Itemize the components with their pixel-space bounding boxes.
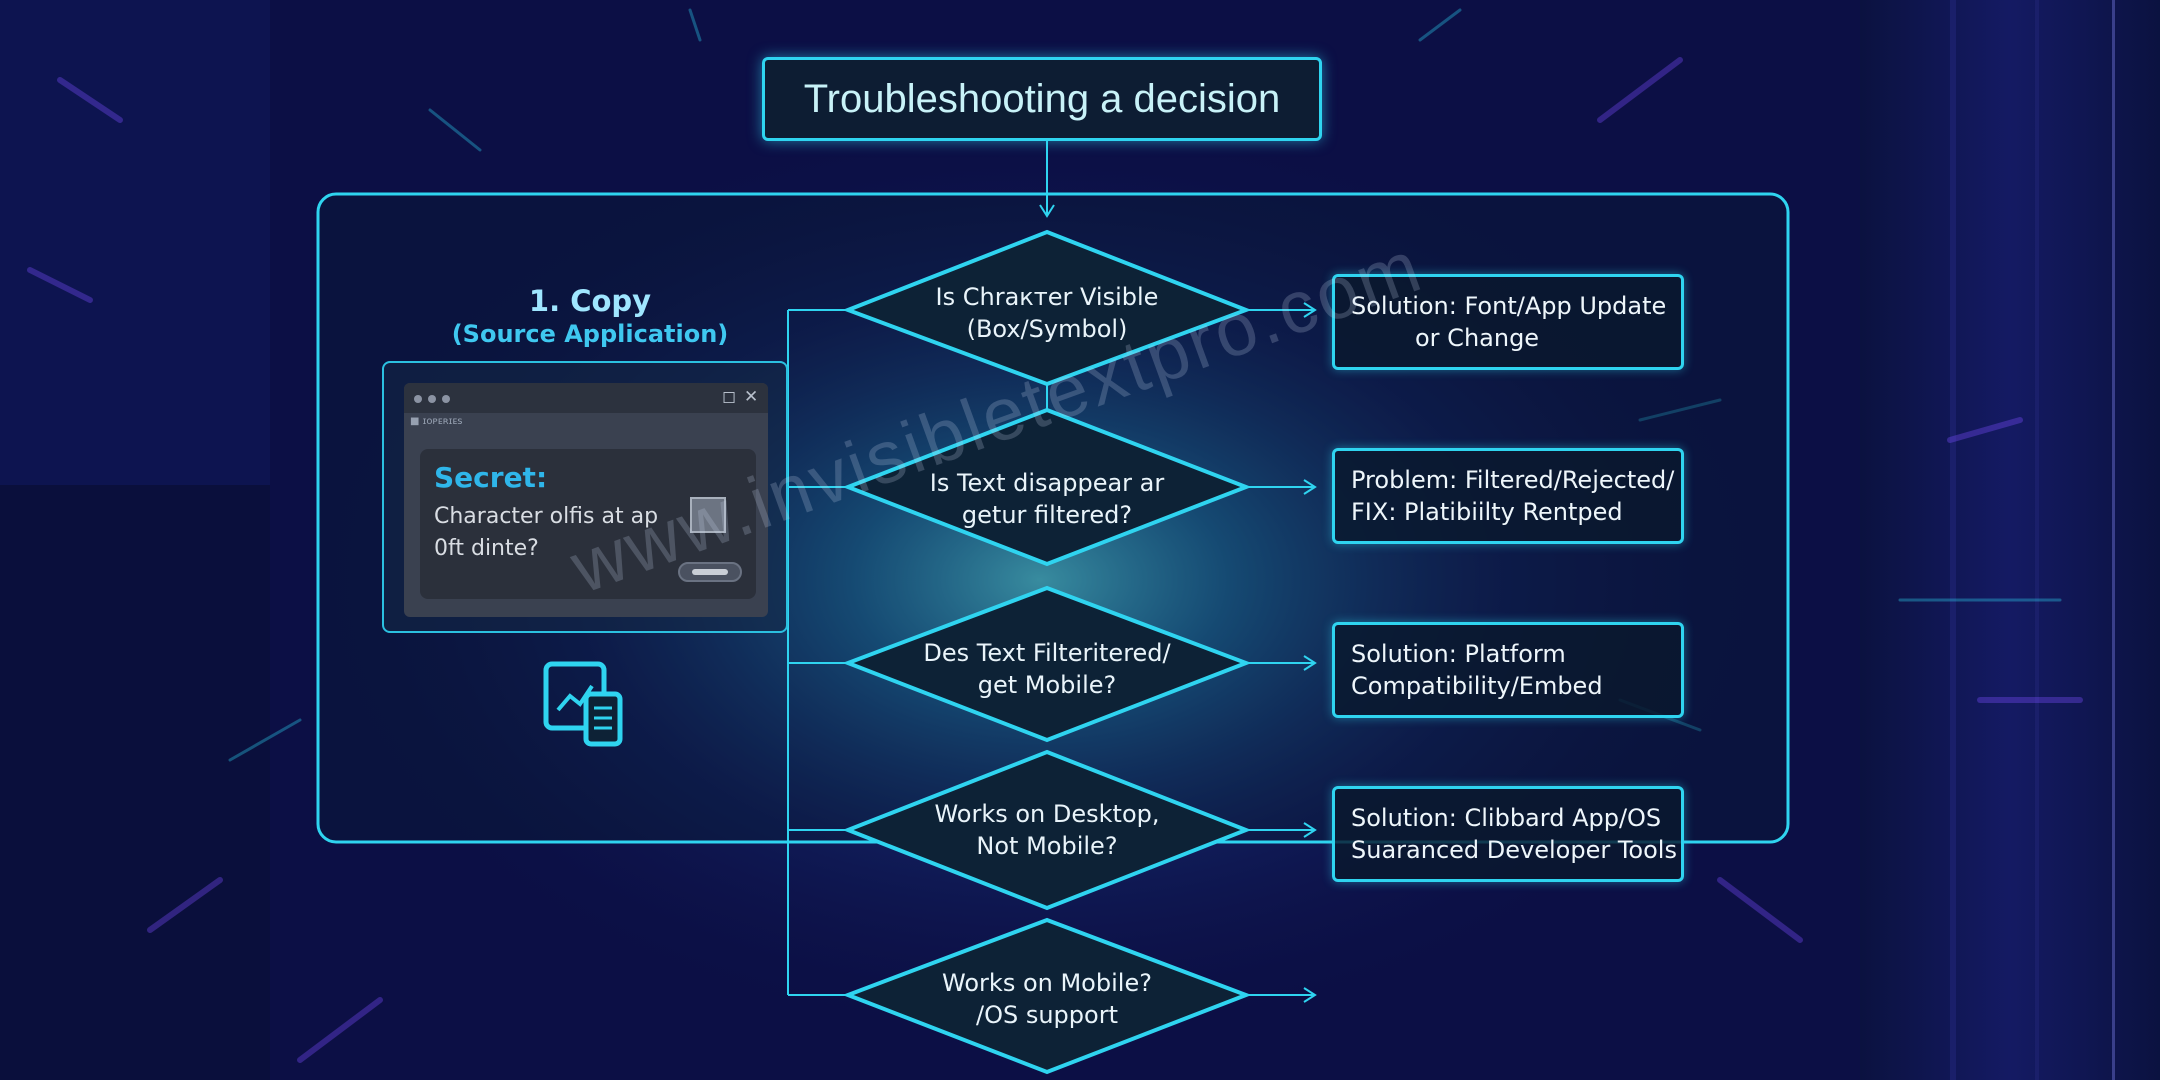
close-icon[interactable]: ✕ [744,387,759,407]
page-title: Troubleshooting a decision [803,76,1281,121]
window-titlebar: ◻ ✕ [404,383,768,413]
copy-step-subtitle: (Source Application) [451,320,729,348]
source-app-window: ◻ ✕ ■ ɪᴏᴘᴇʀɪᴇs Secret: Character olfis a… [404,383,768,617]
decision-2-line2: getur filtered? [962,501,1132,529]
secret-body: Character olfis at ap 0ft dinte? [434,501,674,565]
connectors [787,141,1317,1003]
decision-4-line2: Not Mobile? [976,832,1117,860]
copy-step-title: 1. Copy [528,284,652,318]
secret-label: Secret: [434,461,548,494]
decision-diamond-2: Is Text disappear ar getur filtered? [842,407,1252,567]
solution-1-line1: Solution: Font/App Update [1351,292,1667,320]
source-app-frame: ◻ ✕ ■ ɪᴏᴘᴇʀɪᴇs Secret: Character olfis a… [382,361,788,633]
decision-diamond-1: Is Chrактer Visible (Box/Symbol) [842,229,1252,387]
decision-diamond-5: Works on Mobile? /OS support [842,917,1252,1075]
solution-3-line1: Solution: Platform [1351,640,1566,668]
decision-5-line2: /OS support [976,1001,1118,1029]
solution-box-4: Solution: Clibbard App/OS Suaranced Deve… [1332,786,1684,882]
secret-body-line1: Character olfis at ap [434,504,659,529]
solution-1-line2: or Change [1415,324,1540,352]
window-dot-icon [414,395,422,403]
solution-box-1: Solution: Font/App Update or Change [1332,274,1684,370]
solution-2-line1: Problem: Filtered/Rejected/ [1351,466,1675,494]
decision-diamond-4: Works on Desktop, Not Mobile? [842,749,1252,911]
title-box: Troubleshooting a decision [762,57,1322,141]
window-dot-icon [428,395,436,403]
solution-2-line2: FIX: Platibiilty Rentped [1351,498,1623,526]
solution-4-line2: Suaranced Developer Tools [1351,836,1677,864]
decision-diamond-3: Des Text Filteritered/ get Mobile? [842,585,1252,743]
solution-4-line1: Solution: Clibbard App/OS [1351,804,1662,832]
decision-2-line1: Is Text disappear ar [930,469,1165,497]
window-tab-label: ■ ɪᴏᴘᴇʀɪᴇs [410,416,463,427]
secret-card: Secret: Character olfis at ap 0ft dinte? [420,449,756,599]
decision-5-line1: Works on Mobile? [942,969,1152,997]
secret-body-line2: 0ft dinte? [434,536,539,561]
solution-box-3: Solution: Platform Compatibility/Embed [1332,622,1684,718]
checkbox[interactable] [690,497,726,533]
toggle-pill[interactable] [678,562,742,582]
decision-1-line1: Is Chrактer Visible [936,283,1159,311]
decision-3-line2: get Mobile? [978,671,1117,699]
decision-4-line1: Works on Desktop, [934,800,1159,828]
solution-3-line2: Compatibility/Embed [1351,672,1603,700]
devices-icon [543,661,623,747]
decision-3-line1: Des Text Filteritered/ [923,639,1171,667]
solution-box-2: Problem: Filtered/Rejected/ FIX: Platibi… [1332,448,1684,544]
decision-1-line2: (Box/Symbol) [967,315,1128,343]
window-dot-icon [442,395,450,403]
maximize-icon[interactable]: ◻ [722,387,737,407]
copy-step-heading: 1. Copy (Source Application) [440,284,740,348]
